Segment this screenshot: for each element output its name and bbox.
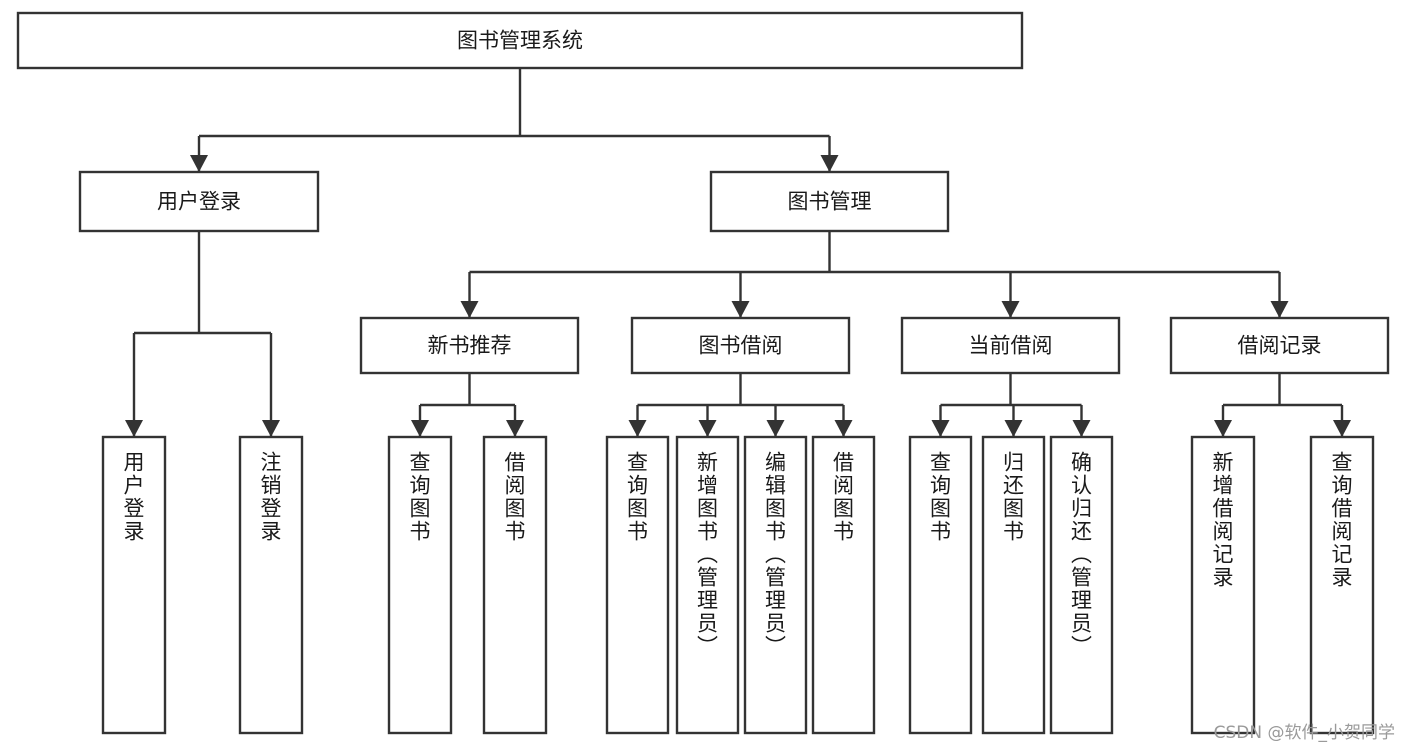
- arrow-head-book-borrow: [731, 301, 750, 318]
- arrow-head-book-management: [820, 155, 839, 172]
- node-box-leaf-add-borrow-record[interactable]: [1190, 435, 1256, 735]
- node-box-book-borrow[interactable]: [630, 316, 851, 375]
- watermark-text: CSDN @软件_小贺同学: [1213, 723, 1395, 743]
- node-box-leaf-query-book-recommend[interactable]: [387, 435, 453, 735]
- arrow-head-new-book-recommend: [460, 301, 479, 318]
- node-box-user-login[interactable]: [78, 170, 320, 233]
- node-box-book-management[interactable]: [709, 170, 950, 233]
- arrow-head-leaf-user-logout: [262, 420, 280, 437]
- arrow-head-leaf-borrow-book: [834, 420, 853, 437]
- arrow-head-leaf-borrow-book-recommend: [506, 420, 524, 437]
- node-box-leaf-user-logout[interactable]: [238, 435, 304, 735]
- arrow-head-user-login: [190, 155, 208, 172]
- node-label-root: 图书管理系统: [457, 29, 583, 53]
- node-label-current-borrow: 当前借阅: [969, 334, 1053, 358]
- arrow-head-leaf-return-book: [1004, 420, 1023, 437]
- node-label-book-management: 图书管理: [788, 190, 872, 214]
- node-box-leaf-query-book-borrow[interactable]: [605, 435, 670, 735]
- node-box-current-borrow[interactable]: [900, 316, 1121, 375]
- node-box-leaf-query-book-current[interactable]: [908, 435, 973, 735]
- arrow-head-leaf-add-book-admin: [698, 420, 717, 437]
- node-box-leaf-confirm-return-admin[interactable]: [1049, 435, 1114, 735]
- node-box-borrow-records[interactable]: [1169, 316, 1390, 375]
- node-box-new-book-recommend[interactable]: [359, 316, 580, 375]
- node-label-book-borrow: 图书借阅: [699, 334, 783, 358]
- node-box-leaf-edit-book-admin[interactable]: [743, 435, 808, 735]
- boxes-layer: [16, 11, 1390, 735]
- arrow-head-leaf-query-book-current: [931, 420, 950, 437]
- arrow-head-leaf-query-book-recommend: [411, 420, 429, 437]
- arrow-head-leaf-query-book-borrow: [628, 420, 647, 437]
- arrow-head-leaf-edit-book-admin: [766, 420, 785, 437]
- connectors-layer: [125, 68, 1351, 437]
- node-box-leaf-add-book-admin[interactable]: [675, 435, 740, 735]
- node-box-leaf-return-book[interactable]: [981, 435, 1046, 735]
- node-box-leaf-user-login[interactable]: [101, 435, 167, 735]
- node-box-root[interactable]: [16, 11, 1024, 70]
- node-box-leaf-borrow-book[interactable]: [811, 435, 876, 735]
- arrow-head-leaf-query-borrow-record: [1333, 420, 1351, 437]
- arrow-head-borrow-records: [1270, 301, 1289, 318]
- node-label-user-login: 用户登录: [157, 190, 241, 214]
- node-label-new-book-recommend: 新书推荐: [428, 334, 512, 358]
- node-box-leaf-borrow-book-recommend[interactable]: [482, 435, 548, 735]
- node-box-leaf-query-borrow-record[interactable]: [1309, 435, 1375, 735]
- node-label-borrow-records: 借阅记录: [1238, 334, 1322, 358]
- arrow-head-leaf-confirm-return-admin: [1072, 420, 1091, 437]
- arrow-head-current-borrow: [1001, 301, 1020, 318]
- arrow-head-leaf-add-borrow-record: [1214, 420, 1232, 437]
- arrow-head-leaf-user-login: [125, 420, 143, 437]
